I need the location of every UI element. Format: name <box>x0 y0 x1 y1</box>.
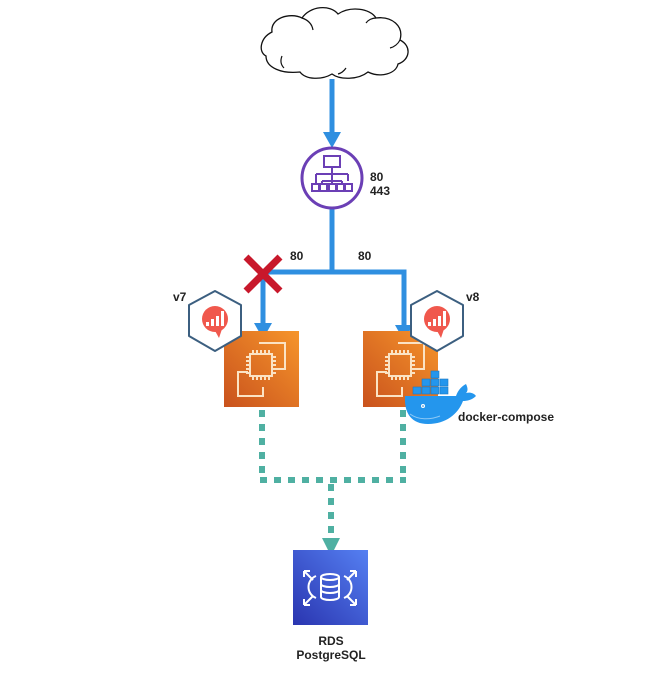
edge-internet-to-load-balancer <box>323 79 341 148</box>
load-balancer-icon[interactable] <box>300 146 364 210</box>
rds-label: RDS PostgreSQL <box>281 634 381 662</box>
monitoring-badge-v8[interactable] <box>410 290 464 352</box>
edge-label-v8-port: 80 <box>358 249 372 263</box>
version-label-v7: v7 <box>173 290 187 304</box>
monitoring-badge-v7[interactable] <box>188 290 242 352</box>
docker-whale-icon[interactable] <box>404 370 476 424</box>
ec2-instance-v7[interactable] <box>224 331 299 407</box>
edge-label-v7-port: 80 <box>290 249 304 263</box>
arrow-head <box>323 132 341 148</box>
edge-load-balancer-to-servers <box>254 208 413 341</box>
load-balancer-port-label: 443 <box>370 184 391 198</box>
arrow-head-database <box>322 538 340 556</box>
rds-label-line2: PostgreSQL <box>296 648 366 662</box>
version-label-v8: v8 <box>466 290 480 304</box>
load-balancer-port-label: 80 <box>370 170 384 184</box>
monitoring-badge-icon <box>424 306 450 338</box>
rds-label-line1: RDS <box>318 634 344 648</box>
cloud-icon[interactable] <box>260 7 409 79</box>
rds-database-icon[interactable] <box>293 550 368 625</box>
blocked-x-icon <box>243 254 283 294</box>
monitoring-badge-icon <box>202 306 228 338</box>
edge-servers-to-database <box>259 410 406 540</box>
docker-compose-label: docker-compose <box>458 410 555 424</box>
